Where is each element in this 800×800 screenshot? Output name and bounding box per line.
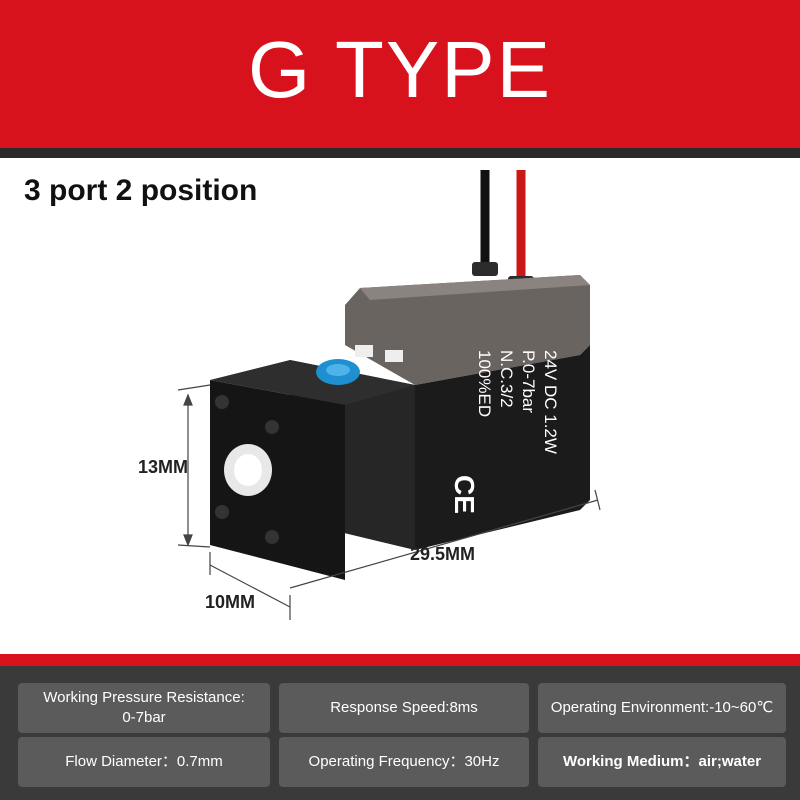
spec-pressure: Working Pressure Resistance: 0-7bar xyxy=(18,683,270,733)
solenoid-valve-image: 24V DC 1.2W P.0-7bar N.C.3/2 100%ED CE xyxy=(177,170,601,620)
spec-frequency: Operating Frequency：30Hz xyxy=(279,737,529,787)
spec-medium-text: Working Medium：air;water xyxy=(562,753,762,770)
label-line-2: P.0-7bar xyxy=(519,350,538,413)
banner-divider xyxy=(0,148,800,158)
spec-flow-text: Flow Diameter：0.7mm xyxy=(65,753,223,770)
spec-pressure-value: 0-7bar xyxy=(122,709,166,726)
ce-mark: CE xyxy=(449,475,480,514)
height-dimension: 13MM xyxy=(138,457,189,477)
title-banner xyxy=(0,0,800,148)
valve-base xyxy=(210,380,345,580)
spec-panel-stripe xyxy=(0,654,800,666)
label-line-3: N.C.3/2 xyxy=(497,350,516,408)
spec-frequency-text: Operating Frequency：30Hz xyxy=(308,753,500,770)
spec-environment-text: Operating Environment:-10~60℃ xyxy=(550,699,774,716)
spec-environment: Operating Environment:-10~60℃ xyxy=(538,683,786,733)
spec-response: Response Speed:8ms xyxy=(279,683,529,733)
page-title: G TYPE xyxy=(248,25,552,114)
spec-flow: Flow Diameter：0.7mm xyxy=(18,737,270,787)
spec-medium: Working Medium：air;water xyxy=(538,737,786,787)
spec-pressure-label: Working Pressure Resistance: xyxy=(43,689,245,706)
label-line-4: 100%ED xyxy=(475,350,494,417)
label-line-1: 24V DC 1.2W xyxy=(541,350,560,454)
spec-response-text: Response Speed:8ms xyxy=(330,699,478,716)
length-dimension: 29.5MM xyxy=(410,544,476,564)
coil-body xyxy=(415,345,590,550)
width-dimension: 10MM xyxy=(205,592,256,612)
connector-cap xyxy=(345,275,590,385)
subtitle: 3 port 2 position xyxy=(24,174,258,207)
